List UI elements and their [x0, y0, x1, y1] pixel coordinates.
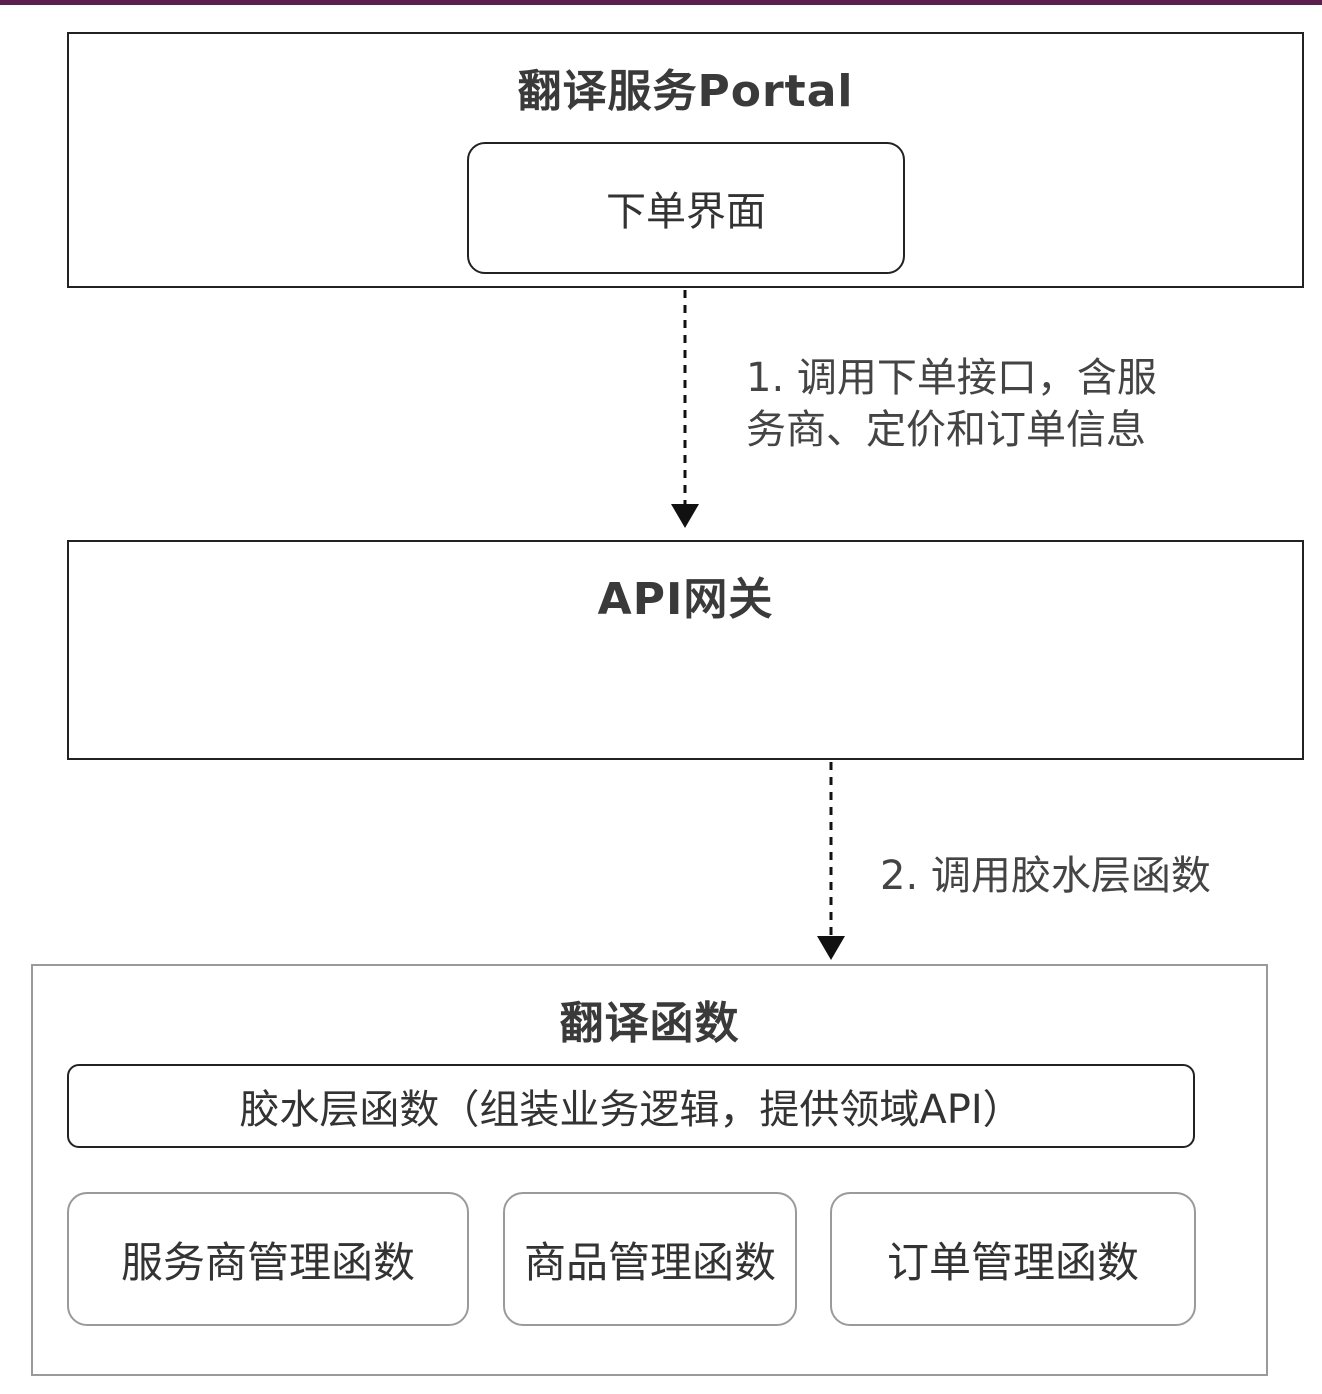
translate-function-container: 翻译函数 胶水层函数（组装业务逻辑，提供领域API） 服务商管理函数 商品管理函… — [31, 964, 1268, 1376]
glue-layer-box: 胶水层函数（组装业务逻辑，提供领域API） — [67, 1064, 1195, 1148]
arrow-head-1 — [671, 504, 699, 528]
order-ui-box: 下单界面 — [467, 142, 905, 274]
top-bar — [0, 0, 1322, 5]
translate-function-title: 翻译函数 — [559, 998, 740, 1049]
arrow-head-2 — [817, 936, 845, 960]
arrow-portal-to-gateway — [671, 290, 699, 528]
provider-management-function: 服务商管理函数 — [67, 1192, 469, 1326]
portal-title: 翻译服务Portal — [517, 66, 854, 117]
product-management-function: 商品管理函数 — [503, 1192, 797, 1326]
edge-1-label: 1. 调用下单接口，含服 务商、定价和订单信息 — [746, 355, 1157, 453]
gateway-box: API网关 — [67, 540, 1304, 760]
portal-box: 翻译服务Portal 下单界面 — [67, 32, 1304, 288]
order-management-function: 订单管理函数 — [830, 1192, 1196, 1326]
gateway-title: API网关 — [597, 574, 774, 625]
edge-2-label: 2. 调用胶水层函数 — [880, 853, 1211, 899]
arrow-gateway-to-functions — [817, 762, 845, 960]
